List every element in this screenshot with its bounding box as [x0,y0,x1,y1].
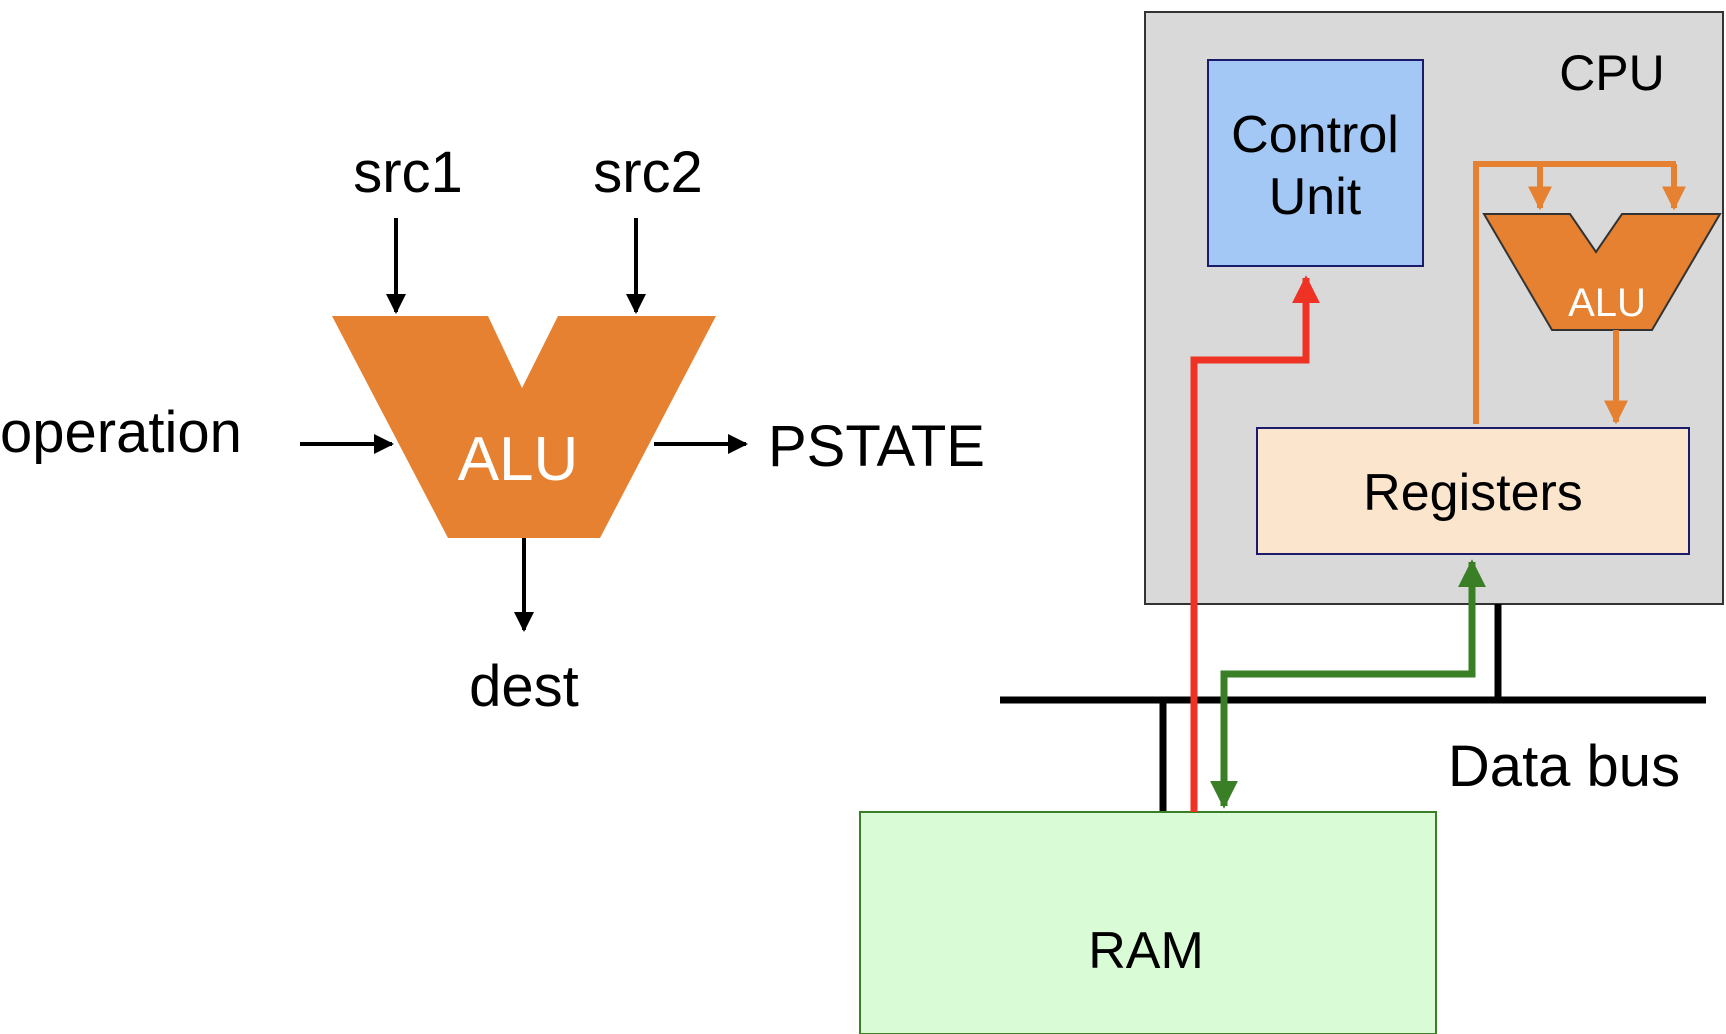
control-unit-label-line2: Unit [1269,168,1362,226]
alu-label: ALU [458,425,579,494]
left-alu-group: src1 src2 ALU operation PSTATE dest [0,140,985,719]
data-bus-label: Data bus [1448,734,1680,799]
registers-label: Registers [1363,464,1583,522]
cpu-alu-shape [1482,213,1722,331]
src1-label: src1 [353,140,463,205]
src2-label: src2 [593,140,703,205]
control-unit-box [1207,59,1424,267]
alu-feedback-path [1473,161,1676,424]
architecture-group: CPU Control Unit ALU Registers Data bus … [859,11,1724,1034]
ram-box [859,811,1437,1034]
pstate-label: PSTATE [768,414,985,479]
cpu-title: CPU [1559,45,1665,101]
dest-label: dest [469,654,579,719]
data-transfer-path [1210,559,1486,809]
operation-label: operation [0,400,242,465]
registers-box [1256,427,1690,555]
alu-shape [332,316,716,538]
control-unit-label-line1: Control [1231,106,1399,164]
instruction-fetch-path [1190,275,1320,812]
cpu-alu-label: ALU [1568,281,1646,325]
ram-label: RAM [1088,922,1204,980]
